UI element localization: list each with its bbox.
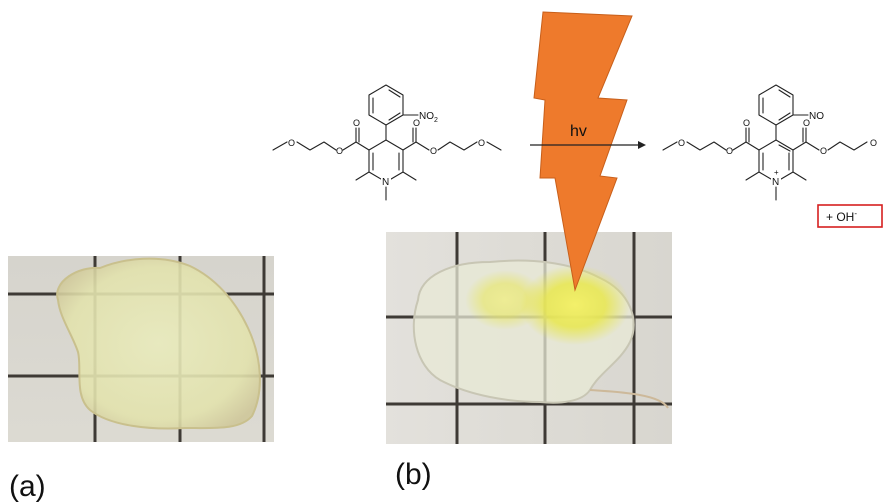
svg-text:O: O	[478, 138, 485, 148]
svg-text:O: O	[336, 146, 343, 156]
sample-photo-b	[386, 232, 672, 444]
hydroxide-byproduct-label: + OH-	[826, 209, 857, 224]
positive-charge-label: +	[774, 168, 779, 177]
svg-text:O: O	[288, 138, 295, 148]
svg-text:O: O	[353, 118, 360, 128]
ring-nitrogen-label: N	[382, 177, 389, 188]
svg-text:O: O	[413, 118, 420, 128]
svg-text:O: O	[726, 146, 733, 156]
arrow-label-hv: hv	[570, 123, 587, 140]
svg-text:O: O	[430, 146, 437, 156]
pyridinium-nitrogen-label: N	[772, 177, 779, 188]
reactant-structure: NO2 N O O O O O O	[272, 84, 502, 201]
lightning-bolt-icon	[533, 11, 633, 292]
svg-text:O: O	[870, 138, 877, 148]
gel-droplet-a	[56, 257, 261, 430]
panel-label-a: (a)	[9, 470, 46, 503]
reaction-arrow: hv	[530, 123, 646, 149]
svg-text:O: O	[803, 118, 810, 128]
product-structure: NO N + O O O O O O	[662, 84, 877, 201]
panel-label-b: (b)	[395, 458, 432, 491]
hydroxide-byproduct-box: + OH-	[817, 204, 883, 228]
nitro-group-label: NO2	[419, 111, 438, 124]
svg-text:O: O	[678, 138, 685, 148]
svg-text:O: O	[820, 146, 827, 156]
svg-text:O: O	[743, 118, 750, 128]
nitroso-group-label: NO	[809, 111, 824, 122]
sample-photo-a	[8, 256, 274, 442]
